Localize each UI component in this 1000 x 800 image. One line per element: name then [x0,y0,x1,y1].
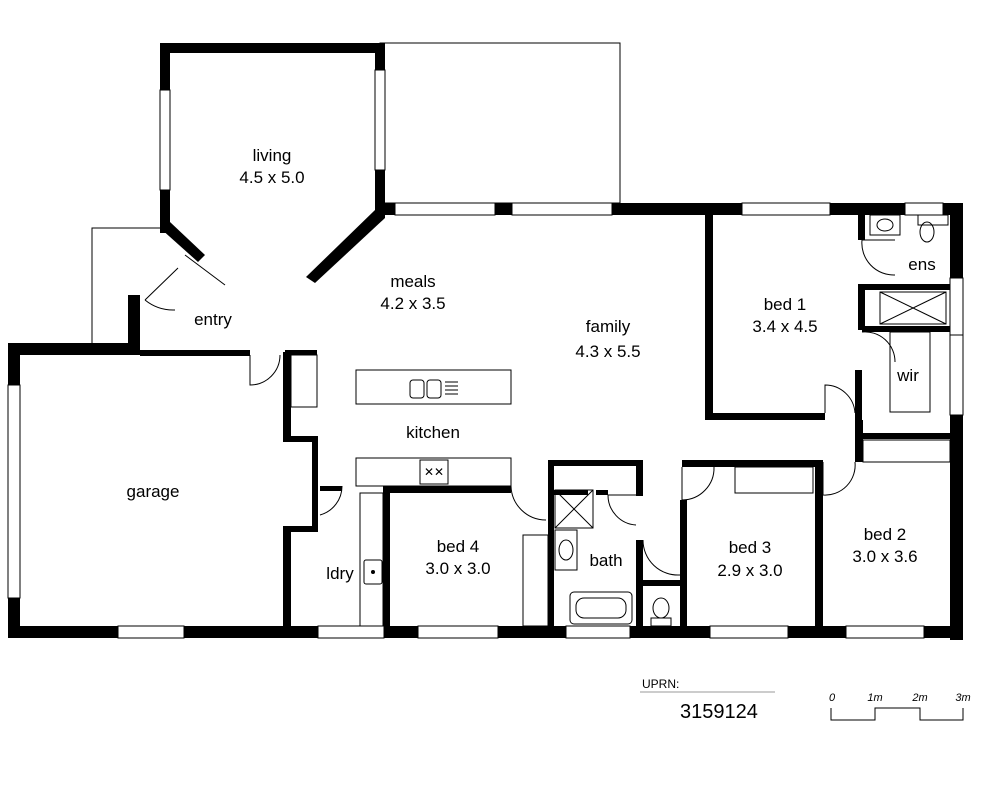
walls [8,43,963,640]
room-name-living: living [253,146,292,165]
uprn-label: UPRN: [642,677,679,691]
room-name-wir: wir [896,366,919,385]
room-name-garage: garage [127,482,180,501]
room-dims-bed1: 3.4 x 4.5 [752,317,817,336]
doors [144,239,896,576]
room-dims-family: 4.3 x 5.5 [575,342,640,361]
room-name-bed2: bed 2 [864,525,907,544]
room-dims-bed4: 3.0 x 3.0 [425,559,490,578]
uprn-block: UPRN: 3159124 [640,677,775,723]
scale-tick-3m: 3m [955,692,970,704]
room-name-entry: entry [194,310,232,329]
room-dims-living: 4.5 x 5.0 [239,168,304,187]
scale-tick-1m: 1m [867,692,882,704]
room-name-bath: bath [589,551,622,570]
room-name-family: family [586,317,631,336]
room-name-ens: ens [908,255,935,274]
windows [7,69,964,639]
room-dims-meals: 4.2 x 3.5 [380,294,445,313]
room-name-bed3: bed 3 [729,538,772,557]
room-name-bed4: bed 4 [437,537,480,556]
room-dims-bed3: 2.9 x 3.0 [717,561,782,580]
room-name-bed1: bed 1 [764,295,807,314]
room-name-kitchen: kitchen [406,423,460,442]
svg-text:✕✕: ✕✕ [424,465,444,479]
uprn-value: 3159124 [680,701,758,723]
fixtures: ✕✕ [290,214,951,627]
scale-tick-0: 0 [829,692,836,704]
room-labels: living 4.5 x 5.0 meals 4.2 x 3.5 family … [127,146,936,583]
scale-bar: 0 1m 2m 3m [829,692,971,721]
room-name-ldry: ldry [326,564,354,583]
room-name-meals: meals [390,272,435,291]
outdoor-outlines [91,42,621,345]
scale-tick-2m: 2m [911,692,927,704]
room-dims-bed2: 3.0 x 3.6 [852,547,917,566]
